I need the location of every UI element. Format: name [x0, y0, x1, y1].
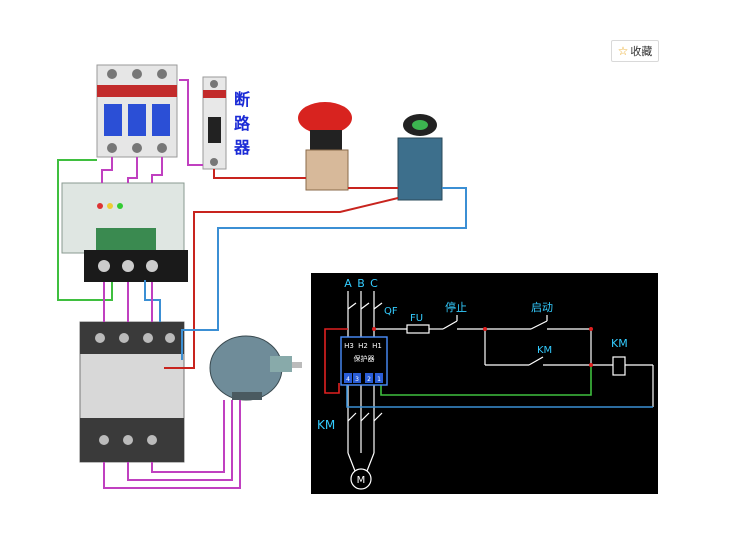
- protector-terminal-number: 4: [346, 376, 350, 383]
- protector-terminal-number: 3: [355, 376, 359, 383]
- stop-label: 停止: [445, 300, 467, 314]
- protector-terminal: [353, 373, 361, 383]
- start-button-device: [397, 114, 443, 201]
- qf-label: QF: [384, 306, 398, 317]
- protector-terminal-number: 1: [377, 376, 381, 383]
- protector-label: 保护器: [354, 354, 375, 363]
- protector-terminal-number: 2: [367, 376, 371, 383]
- motor-symbol-label: M: [357, 475, 366, 486]
- km-coil-label: KM: [611, 337, 628, 350]
- phase-label: A: [344, 277, 352, 290]
- protector-terminal-label: H1: [372, 342, 382, 350]
- schematic-diagram: A B C QF FU 停止 启动 KM KM KM 保护器 H3 H2 H1 …: [317, 277, 654, 490]
- motor-protector: [61, 182, 188, 282]
- protector-terminal: [344, 373, 352, 383]
- motor-device: [209, 335, 302, 401]
- protector-terminal: [375, 373, 383, 383]
- schematic-panel: A B C QF FU 停止 启动 KM KM KM 保护器 H3 H2 H1 …: [311, 273, 658, 494]
- wires: [57, 79, 467, 489]
- contactor: [79, 321, 185, 463]
- start-label: 启动: [531, 301, 553, 314]
- breaker-label-char: 断: [233, 90, 250, 109]
- stop-button-device: [298, 102, 352, 191]
- protector-terminal: [365, 373, 373, 383]
- favorite-button-label: 收藏: [630, 45, 653, 58]
- single-pole-breaker: [202, 76, 227, 170]
- fu-label: FU: [410, 313, 423, 324]
- km-contact-label: KM: [537, 345, 552, 356]
- breaker-label: 断 路 器: [233, 88, 251, 160]
- star-icon: ☆: [617, 44, 629, 58]
- breaker-label-char: 器: [233, 138, 250, 157]
- favorite-button[interactable]: ☆ 收藏: [611, 40, 659, 62]
- protector-terminal-label: H3: [344, 342, 354, 350]
- km-main-label: KM: [317, 418, 335, 432]
- phase-label: C: [370, 277, 378, 290]
- phase-label: B: [357, 277, 365, 290]
- breaker-label-char: 路: [233, 114, 250, 133]
- main-circuit-breaker: [96, 64, 178, 158]
- protector-terminal-label: H2: [358, 342, 368, 350]
